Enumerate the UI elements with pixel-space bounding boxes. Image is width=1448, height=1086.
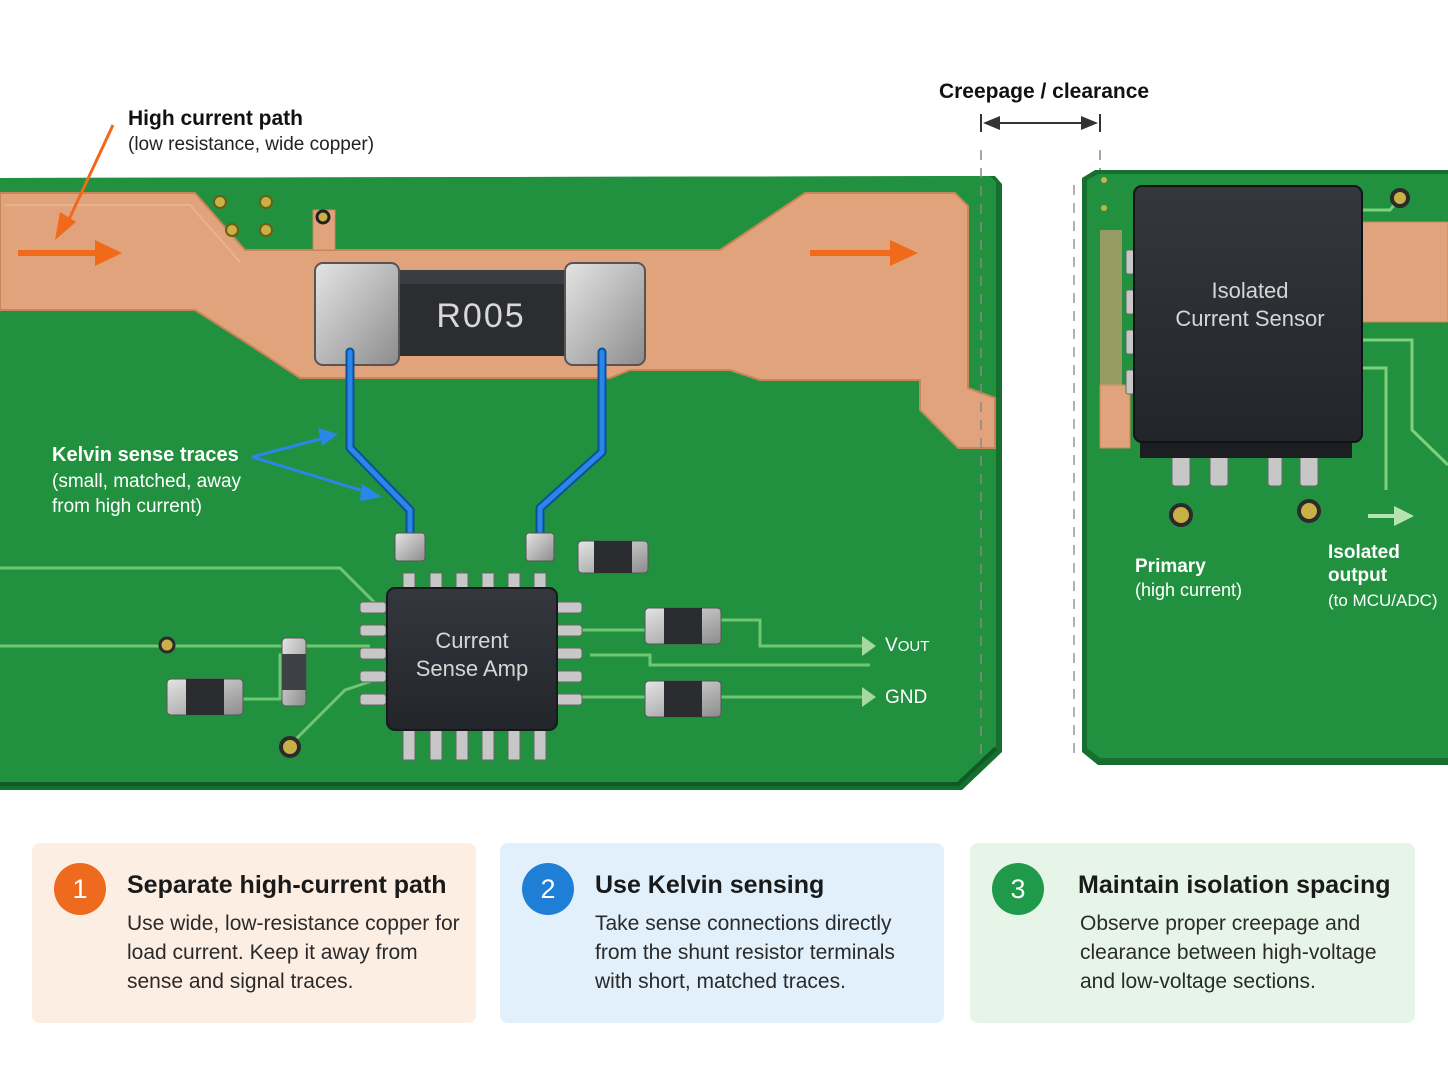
amp-label-line1: Current: [435, 628, 508, 653]
iso-output-line1: Isolated: [1328, 542, 1400, 563]
current-sense-amp-ic: Current Sense Amp: [359, 572, 583, 761]
resistor-marking: R005: [436, 297, 525, 335]
card-title-3: Maintain isolation spacing: [1078, 871, 1391, 899]
sensor-label-line1: Isolated: [1211, 278, 1288, 303]
card-body-2: Take sense connections directly from the…: [595, 912, 895, 993]
card-title-2: Use Kelvin sensing: [595, 871, 825, 899]
kelvin-title: Kelvin sense traces: [52, 444, 239, 466]
card-separate-path: 1 Separate high-current path Use wide, l…: [32, 843, 476, 1023]
kelvin-sub-line1: (small, matched, away: [52, 471, 242, 492]
iso-output-line3: (to MCU/ADC): [1328, 591, 1438, 610]
kelvin-annotation: [251, 428, 382, 501]
card-body-1: Use wide, low-resistance copper for load…: [127, 912, 460, 993]
gnd-label: GND: [885, 687, 927, 708]
shunt-resistor: R005: [314, 262, 646, 366]
creepage-label: Creepage / clearance: [939, 80, 1149, 103]
card-isolation-spacing: 3 Maintain isolation spacing Observe pro…: [970, 843, 1415, 1023]
isolated-sensor-ic: Isolated Current Sensor: [1125, 185, 1363, 527]
current-flow-arrows: [18, 124, 918, 266]
kelvin-sense-traces: [345, 347, 607, 545]
step-badge-3: 3: [992, 863, 1044, 915]
card-title-1: Separate high-current path: [127, 871, 447, 899]
via-cluster: [213, 195, 336, 251]
vout-v: V: [885, 635, 898, 656]
kelvin-sub-line2: from high current): [52, 496, 202, 517]
primary-sub: (high current): [1135, 580, 1242, 600]
step-badge-2: 2: [522, 863, 574, 915]
vout-label: VOUT: [885, 635, 929, 656]
signal-traces: [0, 566, 870, 747]
sensor-label-line2: Current Sensor: [1175, 306, 1324, 331]
card-body-3: Observe proper creepage and clearance be…: [1080, 912, 1377, 993]
amp-label-line2: Sense Amp: [416, 656, 529, 681]
iso-output-line2: output: [1328, 565, 1388, 586]
vout-subscript: OUT: [898, 638, 930, 655]
primary-title: Primary: [1135, 556, 1206, 577]
step-badge-1: 1: [54, 863, 106, 915]
high-current-title: High current path: [128, 107, 303, 130]
card-kelvin-sensing: 2 Use Kelvin sensing Take sense connecti…: [500, 843, 944, 1023]
output-arrows: [862, 636, 876, 707]
smd-components: [158, 532, 722, 758]
high-current-sub: (low resistance, wide copper): [128, 134, 374, 155]
